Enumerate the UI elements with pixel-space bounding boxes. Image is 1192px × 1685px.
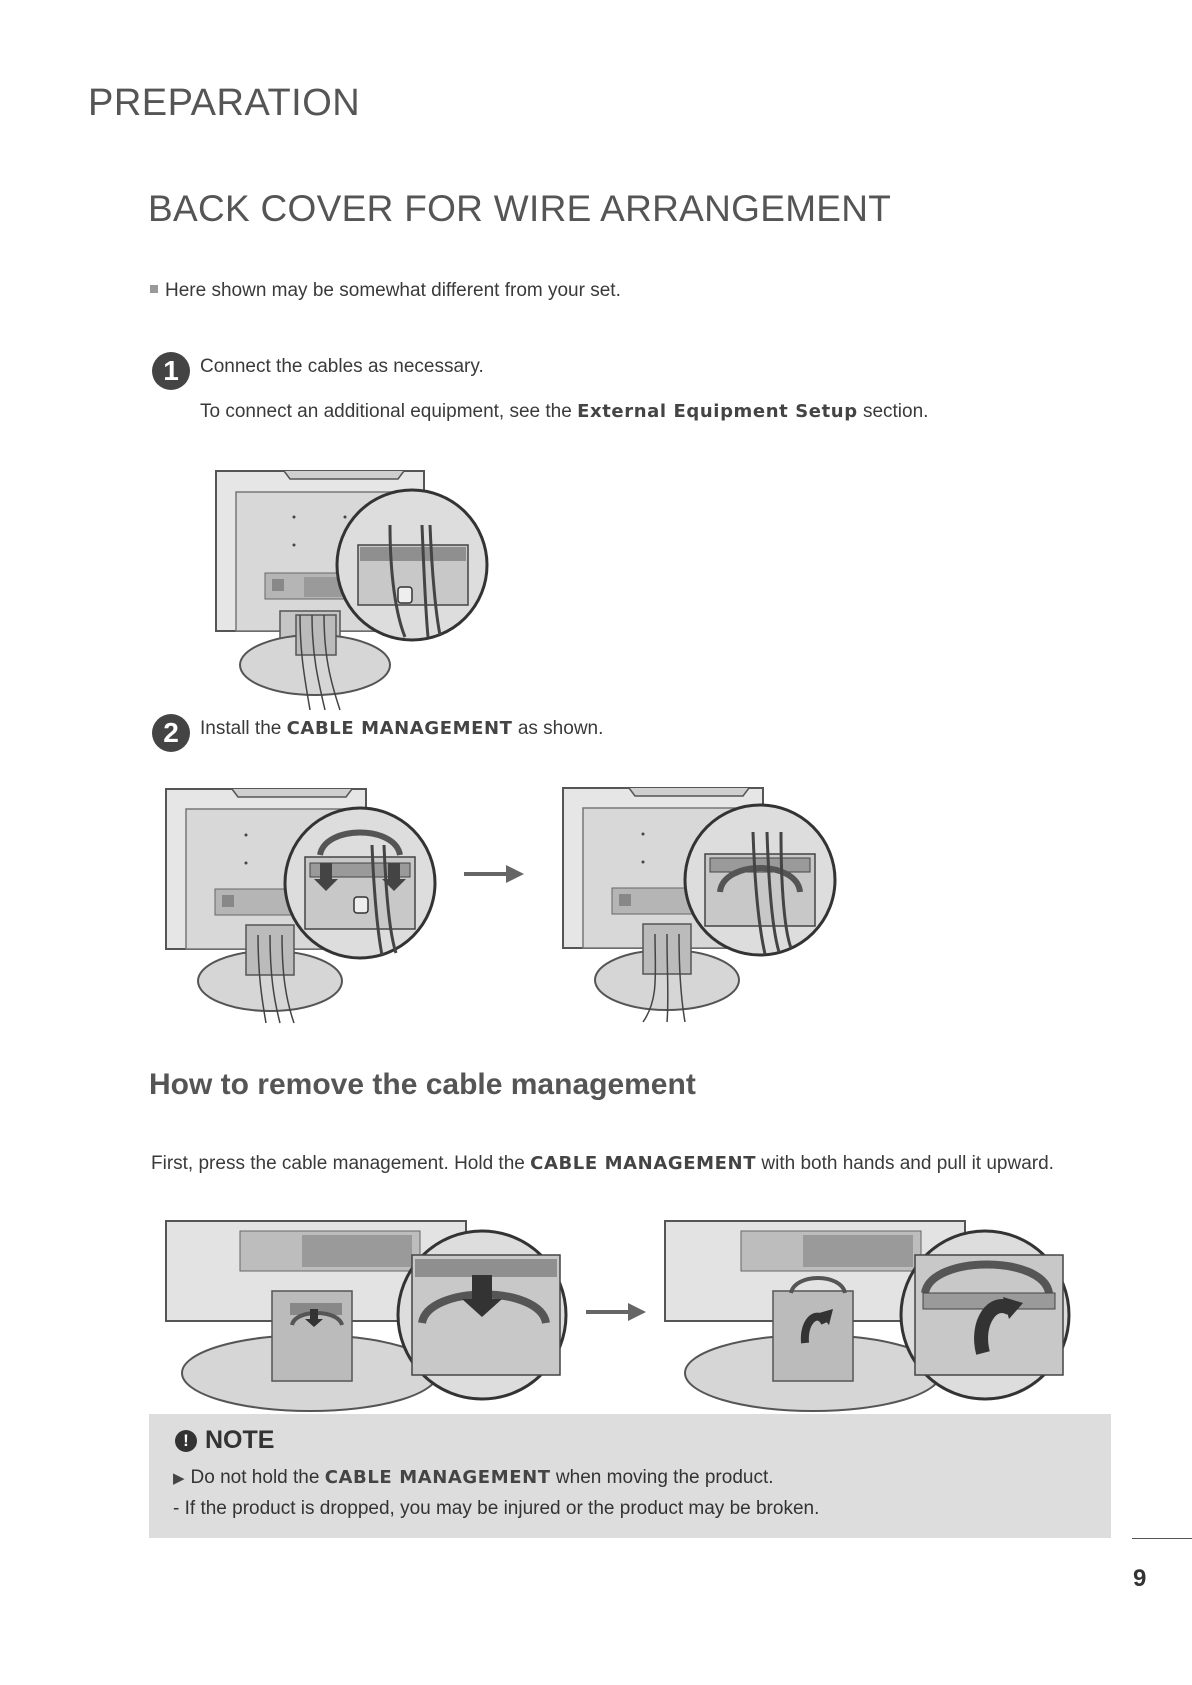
pull-cable-management-illustration: [663, 1213, 1073, 1413]
cable-management-ref: CABLE MANAGEMENT: [287, 718, 513, 739]
step-1-subtext: To connect an additional equipment, see …: [200, 401, 928, 423]
step-1-text: Connect the cables as necessary.: [200, 356, 484, 378]
step-2-text: Install the CABLE MANAGEMENT as shown.: [200, 718, 603, 740]
note-box: !NOTE ▶Do not hold the CABLE MANAGEMENT …: [149, 1414, 1111, 1538]
section-subheading: How to remove the cable management: [149, 1068, 696, 1102]
remove-instructions: First, press the cable management. Hold …: [151, 1153, 1054, 1175]
page-number: 9: [1133, 1565, 1146, 1593]
disclaimer: Here shown may be somewhat different fro…: [150, 280, 621, 302]
cable-management-ref: CABLE MANAGEMENT: [530, 1153, 756, 1174]
triangle-bullet-icon: ▶: [173, 1470, 185, 1487]
install-cable-management-illustration: [160, 785, 445, 1025]
step-2-badge: 2: [152, 714, 190, 752]
step-1-badge: 1: [152, 352, 190, 390]
cable-management-ref: CABLE MANAGEMENT: [325, 1467, 551, 1488]
arrow-right-icon: [462, 862, 526, 886]
note-text: ▶Do not hold the CABLE MANAGEMENT when m…: [173, 1467, 774, 1489]
installed-cable-management-illustration: [555, 782, 845, 1025]
exclamation-icon: !: [175, 1430, 197, 1452]
tv-back-cables-illustration: [200, 465, 500, 715]
note-title: !NOTE: [175, 1426, 274, 1455]
external-equipment-setup-ref: External Equipment Setup: [577, 401, 858, 422]
page-title: BACK COVER FOR WIRE ARRANGEMENT: [148, 188, 891, 230]
press-cable-management-illustration: [160, 1213, 570, 1413]
section-title: PREPARATION: [88, 82, 360, 125]
square-bullet-icon: [150, 285, 158, 293]
note-warning: - If the product is dropped, you may be …: [173, 1498, 819, 1520]
page-number-rule: [1132, 1538, 1192, 1539]
arrow-right-icon: [584, 1300, 648, 1324]
